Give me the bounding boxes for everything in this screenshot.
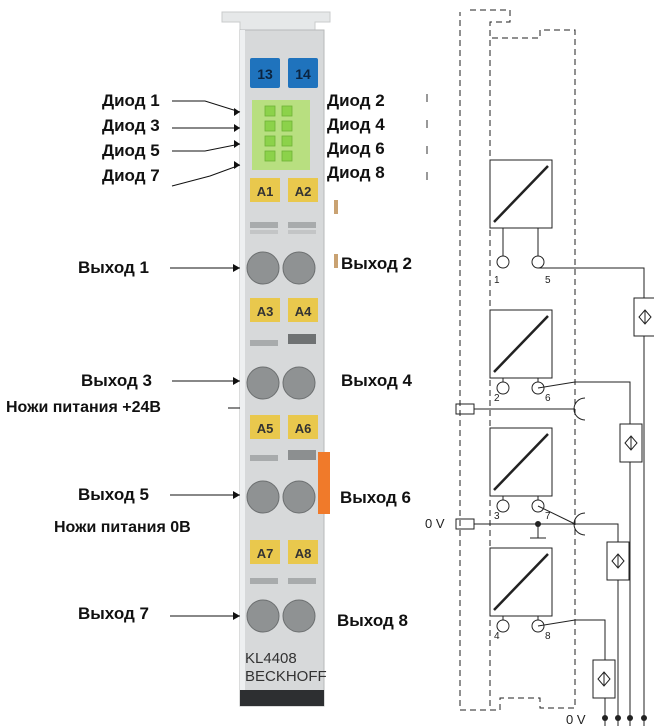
label-out-2: Выход 2 [341, 254, 412, 273]
label-out-5: Выход 5 [78, 485, 149, 504]
out-contact-1 [246, 251, 280, 285]
channel-3 [489, 427, 553, 513]
pin-6: 6 [545, 393, 551, 404]
top-clip [221, 11, 331, 33]
label-diode-5: Диод 5 [102, 141, 160, 160]
terminal-13 [250, 58, 280, 88]
out-contact-3 [246, 366, 280, 400]
leader-lines [170, 100, 241, 617]
led-3 [264, 120, 276, 132]
led-grid [264, 105, 293, 162]
label-out-8: Выход 8 [337, 611, 408, 630]
label-diode-7: Диод 7 [102, 166, 160, 185]
zero-v-left: 0 V [425, 516, 445, 531]
orange-strip [318, 452, 330, 514]
channel-1 [489, 159, 553, 269]
bottom-bar [240, 690, 324, 706]
terminal-a7 [250, 540, 280, 564]
out-contact-6 [282, 480, 316, 514]
label-power-0v: Ножи питания 0В [54, 519, 191, 536]
out-contact-4 [282, 366, 316, 400]
label-diode-6: Диод 6 [327, 139, 385, 158]
leader-arrows [233, 108, 240, 620]
label-diode-2: Диод 2 [327, 91, 385, 110]
led-5 [264, 135, 276, 147]
terminal-a8 [288, 540, 318, 564]
out-contact-7 [246, 599, 280, 633]
led-6 [281, 135, 293, 147]
led-2 [281, 105, 293, 117]
terminal-a5-label: A5 [257, 421, 274, 436]
out-contact-8 [282, 599, 316, 633]
pin-5: 5 [545, 275, 551, 286]
terminal-a1 [250, 178, 280, 202]
label-out-1: Выход 1 [78, 258, 149, 277]
pin-1: 1 [494, 275, 500, 286]
terminal-14 [288, 58, 318, 88]
label-diode-4: Диод 4 [327, 115, 385, 134]
schematic-housing [459, 9, 576, 711]
pin-2: 2 [494, 393, 500, 404]
terminal-a2 [288, 178, 318, 202]
led-8 [281, 150, 293, 162]
led-4 [281, 120, 293, 132]
label-out-4: Выход 4 [341, 371, 412, 390]
pin-8: 8 [545, 631, 551, 642]
pin-4: 4 [494, 631, 500, 642]
terminal-a4 [288, 298, 318, 322]
terminal-a6 [288, 415, 318, 439]
label-diode-8: Диод 8 [327, 163, 385, 182]
label-power-24v: Ножи питания +24В [6, 399, 161, 416]
channel-4 [489, 547, 553, 633]
out-contact-5 [246, 480, 280, 514]
label-out-7: Выход 7 [78, 604, 149, 623]
label-out-3: Выход 3 [81, 371, 152, 390]
terminal-a3 [250, 298, 280, 322]
pin-3: 3 [494, 511, 500, 522]
terminal-14-label: 14 [295, 66, 311, 82]
out-contact-2 [282, 251, 316, 285]
module-housing-shade [240, 30, 245, 706]
diamond-symbols [597, 309, 652, 687]
terminal-a8-label: A8 [295, 546, 312, 561]
led-7 [264, 150, 276, 162]
pin-7: 7 [545, 511, 551, 522]
terminal-a3-label: A3 [257, 304, 274, 319]
led-panel [252, 100, 310, 170]
model-label: KL4408 [245, 650, 297, 667]
terminal-a2-label: A2 [295, 184, 312, 199]
schematic [455, 9, 654, 726]
led-1 [264, 105, 276, 117]
label-out-6: Выход 6 [340, 488, 411, 507]
zero-v-bottom: 0 V [566, 712, 586, 726]
brand-label: BECKHOFF [245, 668, 327, 685]
terminal-a6-label: A6 [295, 421, 312, 436]
terminal-a7-label: A7 [257, 546, 274, 561]
terminal-a4-label: A4 [295, 304, 312, 319]
label-diode-3: Диод 3 [102, 116, 160, 135]
channel-2 [489, 309, 553, 395]
terminal-a1-label: A1 [257, 184, 274, 199]
terminal-a5 [250, 415, 280, 439]
terminal-13-label: 13 [257, 66, 273, 82]
label-diode-1: Диод 1 [102, 91, 160, 110]
